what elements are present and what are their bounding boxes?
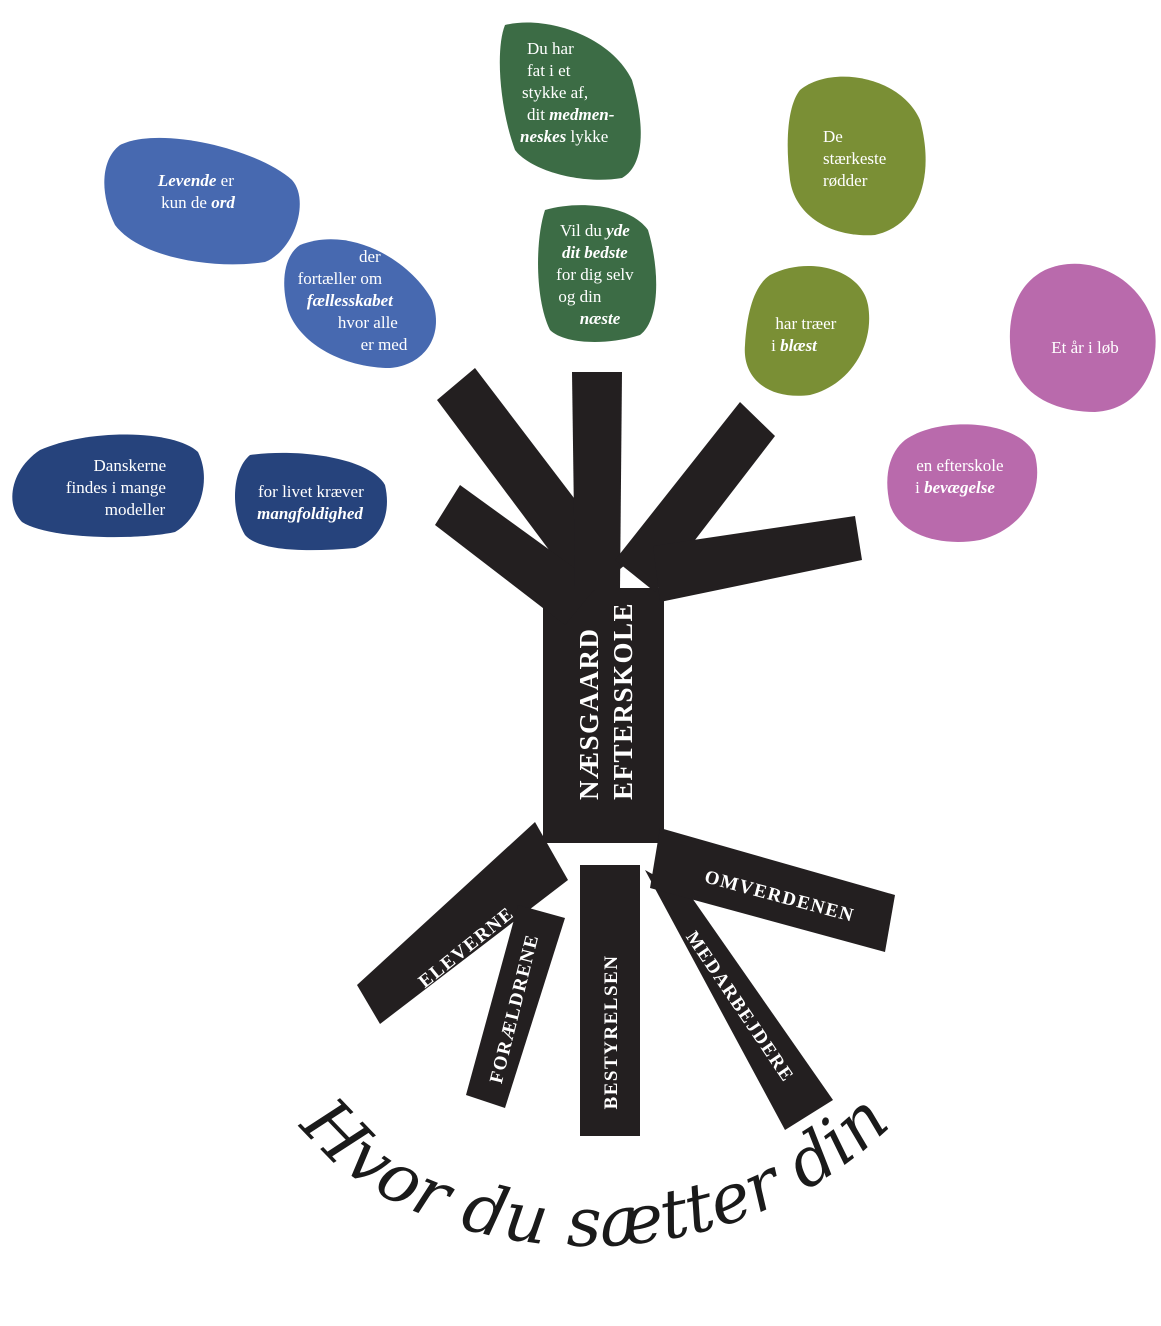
svg-text:en efterskole i bevægels: en efterskole i bevægelse: [915, 456, 1008, 497]
blob-levende-word-levende: Levende: [157, 171, 217, 190]
blob-livet-line1: for livet kræver: [258, 482, 364, 501]
root-eleverne: [357, 822, 568, 1024]
blob-efterskole-line1: en efterskole: [916, 456, 1003, 475]
root-label-medarbejdere: MEDARBEJDERE: [681, 928, 798, 1087]
blob-traeer-word-i: i: [771, 336, 780, 355]
blob-danskerne-line3: modeller: [105, 500, 166, 519]
blob-livet: for livet kræver mangfoldighed: [234, 452, 387, 551]
blob-duhar-line3: stykke af,: [522, 83, 588, 102]
root-omverdenen: [650, 828, 895, 952]
blob-shape-vildu: [538, 205, 657, 342]
blob-duhar-word-neskes: neskes: [520, 127, 567, 146]
blob-vildu-line4: og din: [558, 287, 601, 306]
blob-shape-fortaeller: [284, 239, 436, 368]
blob-vildu-word-vildu: Vil du: [560, 221, 606, 240]
root-label-bestyrelsen: BESTYRELSEN: [601, 955, 622, 1110]
branch-mid-left: [435, 485, 598, 625]
blob-shape-staerkeste: [787, 76, 926, 236]
svg-text:har træer i blæst: har træer i blæst: [771, 314, 840, 355]
branch-upper-right: [615, 402, 775, 592]
blob-danskerne: Danskerne findes i mange modeller: [12, 434, 204, 538]
trunk-label: NÆSGAARD EFTERSKOLE: [574, 602, 638, 800]
blob-duhar-line2: fat i et: [527, 61, 571, 80]
blob-fortaeller-line1: der: [359, 247, 381, 266]
blob-levende-word-er: er: [216, 171, 234, 190]
blob-duhar-word-dit: dit: [527, 105, 549, 124]
blob-duhar-line1: Du har: [527, 39, 574, 58]
blob-shape-aar: [1009, 263, 1156, 412]
blob-shape-levende: [104, 137, 300, 265]
tree: [357, 368, 895, 1136]
root-bestyrelsen: [580, 865, 640, 1136]
blob-fortaeller: der fortæller om fællesskabet hvor alle …: [284, 239, 436, 368]
blob-aar: Et år i løb: [1009, 263, 1156, 412]
blob-vildu: Vil du yde dit bedste for dig selv og di…: [538, 205, 657, 342]
trunk-label-line1: NÆSGAARD: [574, 627, 604, 800]
blob-efterskole: en efterskole i bevægelse: [887, 424, 1038, 542]
blob-shape-livet: [234, 452, 387, 551]
svg-text:Levende er kun de ord: Levende er kun de ord: [157, 171, 238, 212]
blob-levende-word-kunde: kun de: [161, 193, 211, 212]
root-foraeldrene: [466, 905, 565, 1108]
blob-vildu-line3: for dig selv: [556, 265, 634, 284]
blob-traeer-word-blaest: blæst: [780, 336, 818, 355]
blob-vildu-line5: næste: [580, 309, 621, 328]
blob-duhar: Du har fat i et stykke af, dit medmen- n…: [499, 22, 641, 180]
blob-fortaeller-line5: er med: [361, 335, 408, 354]
blob-fortaeller-line3: fællesskabet: [307, 291, 394, 310]
svg-text:De stærkeste rødde: De stærkeste rødder: [823, 127, 891, 190]
svg-text:Du har fat i et st: Du har fat i et stykke af, dit medmen- n…: [520, 39, 619, 146]
blob-efterskole-word-bevaegelse: bevægelse: [924, 478, 995, 497]
blob-shape-efterskole: [887, 424, 1038, 542]
root-medarbejdere: [645, 870, 833, 1130]
blob-danskerne-line1: Danskerne: [94, 456, 167, 475]
branch-center: [572, 372, 622, 590]
blob-staerkeste-line2: stærkeste: [823, 149, 886, 168]
blob-staerkeste-line1: De: [823, 127, 843, 146]
blob-danskerne-line2: findes i mange: [66, 478, 166, 497]
trunk-label-line2: EFTERSKOLE: [608, 602, 638, 800]
blob-duhar-word-lykke: lykke: [566, 127, 608, 146]
svg-text:Et år i løb: Et år i løb: [1051, 338, 1119, 357]
blob-livet-line2: mangfoldighed: [257, 504, 363, 523]
svg-text:for livet kræver mangfol: for livet kræver mangfoldighed: [257, 482, 368, 523]
blob-shape-traeer: [744, 266, 870, 396]
branch-lower-right: [653, 516, 862, 602]
blob-efterskole-word-i: i: [915, 478, 924, 497]
svg-text:Vil du yde dit bedste: Vil du yde dit bedste for dig selv og di…: [556, 221, 638, 328]
blob-duhar-word-medmen: medmen-: [549, 105, 614, 124]
trunk: [543, 588, 664, 843]
blob-shape-danskerne: [12, 434, 204, 538]
svg-text:der fortæller om f: der fortæller om fællesskabet hvor alle …: [298, 247, 408, 354]
blob-fortaeller-line4: hvor alle: [338, 313, 398, 332]
svg-text:Danskerne findes i mange: Danskerne findes i mange modeller: [66, 456, 171, 519]
blob-vildu-word-yde: yde: [604, 221, 630, 240]
blob-shape-duhar: [499, 22, 641, 180]
blob-staerkeste-line3: rødder: [823, 171, 868, 190]
blob-levende: Levende er kun de ord: [104, 137, 300, 265]
blob-traeer: har træer i blæst: [744, 266, 870, 396]
blob-traeer-line1: har træer: [775, 314, 836, 333]
blob-aar-line1: Et år i løb: [1051, 338, 1119, 357]
blob-vildu-line2: dit bedste: [562, 243, 628, 262]
blob-levende-word-ord: ord: [211, 193, 235, 212]
blob-staerkeste: De stærkeste rødder: [787, 76, 926, 236]
blob-fortaeller-line2: fortæller om: [298, 269, 383, 288]
